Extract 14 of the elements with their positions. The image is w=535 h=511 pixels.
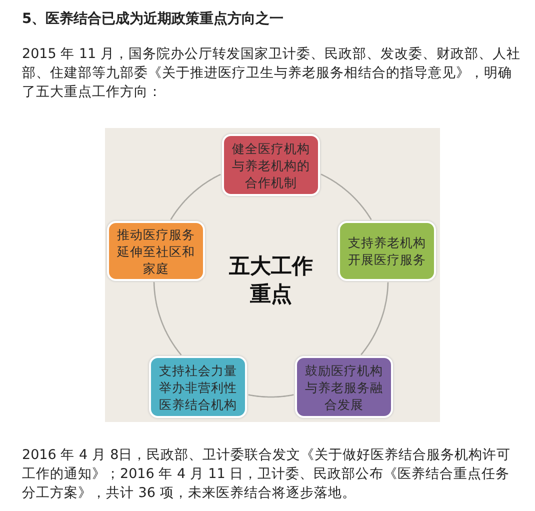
connector-arc: [248, 394, 294, 398]
heading: 5、医养结合已成为近期政策重点方向之一: [22, 10, 284, 28]
process-box: 推动医疗服务延伸至社区和家庭: [107, 221, 205, 281]
process-box: 鼓励医疗机构与养老服务融合发展: [295, 356, 393, 418]
connector-arc: [320, 174, 372, 220]
center-label: 五大工作重点: [228, 253, 314, 308]
paragraph: 2016 年 4 月 8日，民政部、卫计委联合发文《关于做好医养结合服务机构许可工作的通知》；2016 年 4 月 11 日，卫计委、民政部公布《医养结合重点任务分工方案》，共计 36 项，未来医养结合将逐步落地。: [22, 446, 512, 503]
connector-arc: [170, 174, 221, 220]
connector-arc: [153, 282, 182, 356]
process-box: 支持社会力量举办非营利性医养结合机构: [149, 356, 247, 418]
paragraph: 2015 年 11 月，国务院办公厅转发国家卫计委、民政部、发改委、财政部、人社部、住建部等九部委《关于推进医疗卫生与养老服务相结合的指导意见》，明确了五大重点工作方向：: [22, 45, 522, 102]
process-box: 健全医疗机构与养老机构的合作机制: [222, 134, 320, 196]
process-box: 支持养老机构开展医疗服务: [338, 221, 436, 281]
connector-arc: [360, 282, 389, 356]
